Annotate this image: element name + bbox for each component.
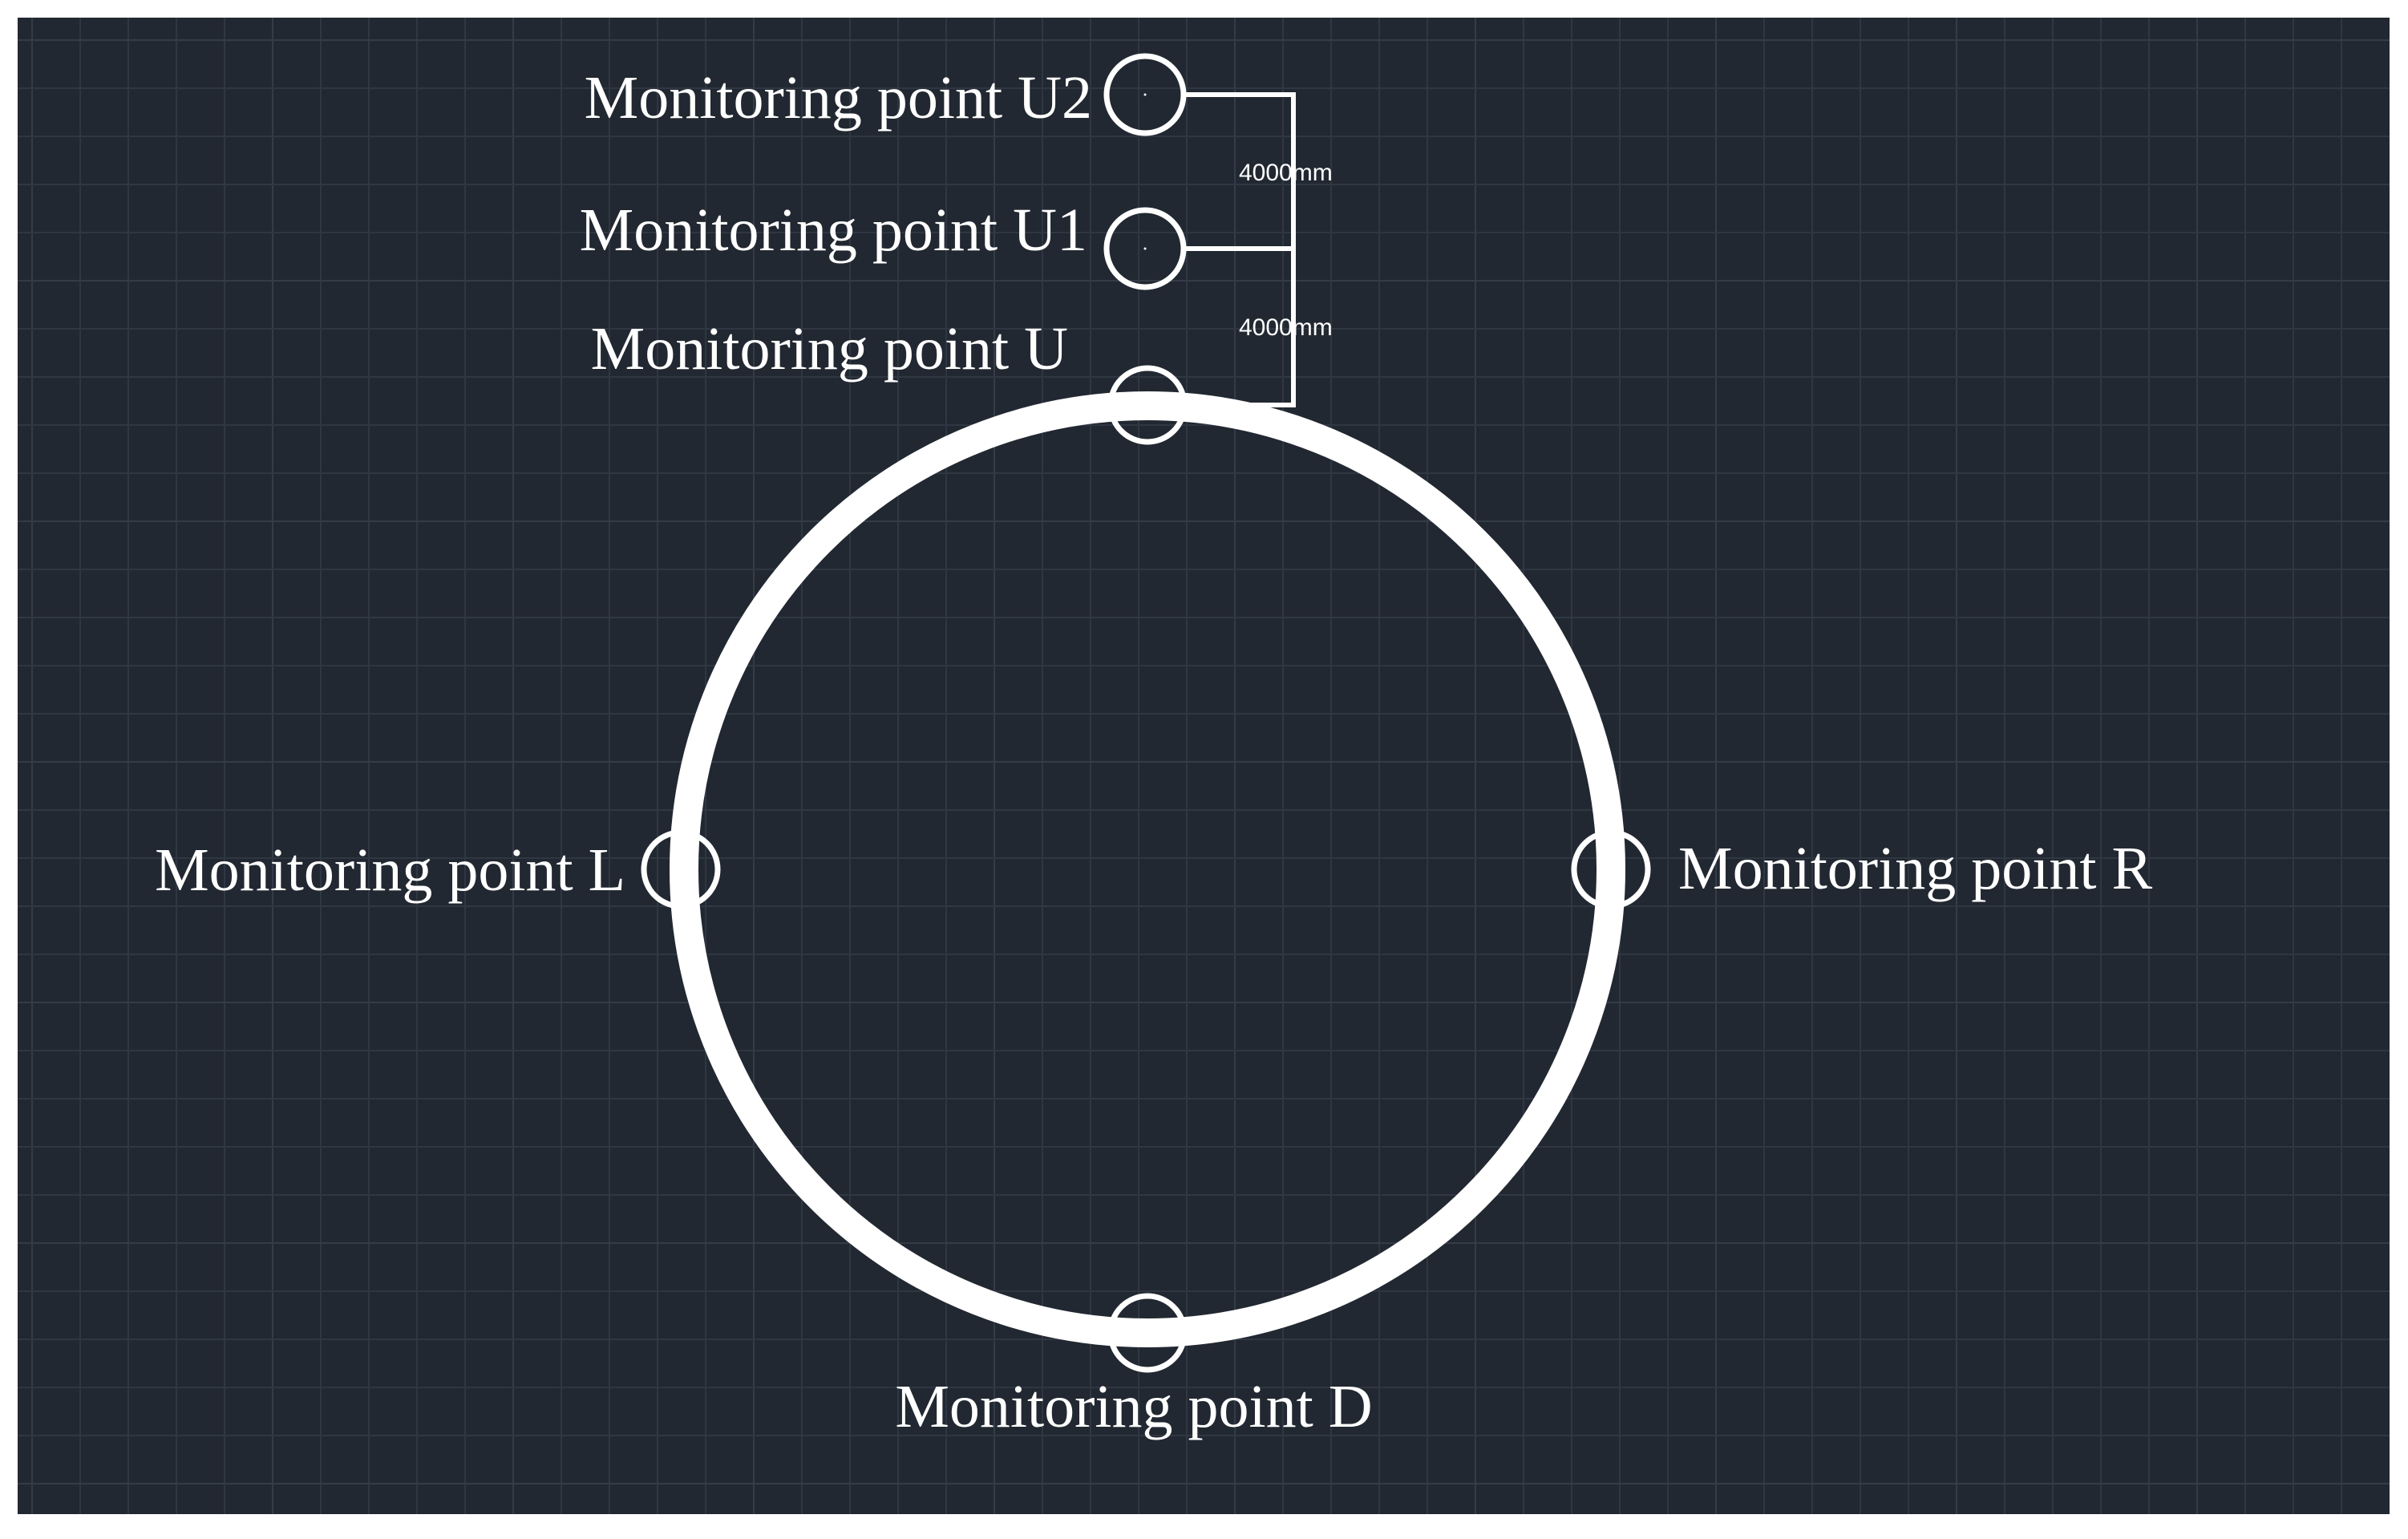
monitoring-point-l-label: Monitoring point L xyxy=(155,836,625,904)
tunnel-ring xyxy=(670,391,1625,1347)
monitoring-point-r-marker[interactable] xyxy=(1571,829,1651,909)
monitoring-point-d-marker[interactable] xyxy=(1107,1293,1188,1373)
monitoring-point-d-label: Monitoring point D xyxy=(895,1373,1372,1440)
dimension-bracket xyxy=(1184,92,1296,407)
monitoring-point-l-marker[interactable] xyxy=(641,829,721,909)
monitoring-point-u-label: Monitoring point U xyxy=(591,315,1068,383)
grid xyxy=(18,18,2390,1514)
monitoring-point-u1-dot xyxy=(1143,247,1147,250)
monitoring-point-r-label: Monitoring point R xyxy=(1678,835,2152,902)
dimension-label-lower: 4000mm xyxy=(1239,314,1333,341)
monitoring-point-u1-label: Monitoring point U1 xyxy=(580,196,1087,264)
canvas-background xyxy=(18,18,2390,1514)
monitoring-point-u2-dot xyxy=(1143,93,1147,96)
dimension-label-upper: 4000mm xyxy=(1239,160,1333,186)
monitoring-point-u2-label: Monitoring point U2 xyxy=(585,64,1092,132)
